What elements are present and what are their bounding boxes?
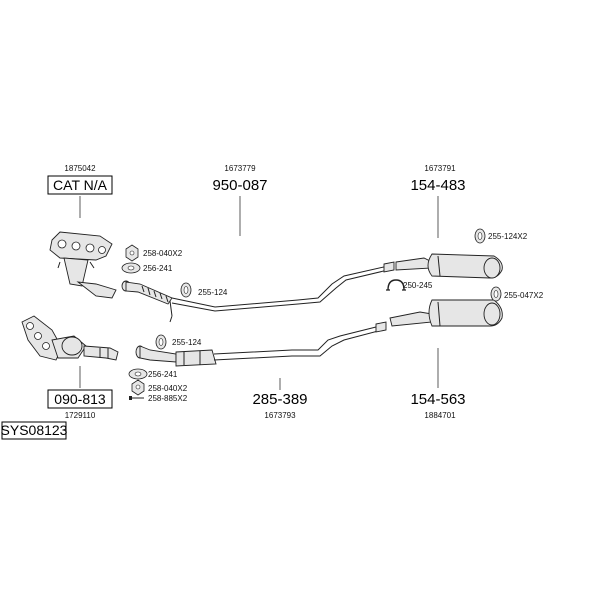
code-mid-bottom: 1673793: [264, 411, 296, 420]
code-rear-top: 1673791: [424, 164, 456, 173]
part-285-389: 285-389: [252, 391, 307, 408]
catalytic-manifold-drawing: [49, 231, 117, 299]
code-cat-top: 1875042: [64, 164, 96, 173]
part-090-813: 090-813: [54, 391, 106, 407]
part-label-256-241-upper: 256-241: [143, 264, 173, 273]
hex-nut-lower-icon: [131, 379, 145, 396]
clamp-ring-icon: [180, 282, 192, 298]
rear-muffler-upper: [395, 253, 503, 279]
exhaust-manifold-drawing: [21, 315, 119, 361]
code-mid-top: 1673779: [224, 164, 256, 173]
system-code-box: [1, 421, 67, 440]
rear-muffler-lower: [389, 299, 503, 327]
bolt-icon: [129, 396, 144, 400]
system-code: SYS08123: [1, 422, 68, 438]
part-label-250-245: 250-245: [403, 281, 433, 290]
clamp-icon: [386, 279, 406, 291]
hex-nut-icon: [125, 244, 139, 262]
rubber-hanger-icon: [474, 228, 486, 244]
code-rear-bottom: 1884701: [424, 411, 456, 420]
manifold-box: [47, 389, 113, 409]
part-label-256-241-lower: 256-241: [148, 370, 178, 379]
middle-pipe-upper: [171, 261, 395, 312]
front-pipe-upper: [121, 280, 173, 323]
part-950-087: 950-087: [212, 177, 267, 194]
middle-pipe-lower: [213, 321, 387, 361]
rubber-hanger-lower-icon: [490, 286, 502, 302]
part-label-258-040x2-upper: 258-040X2: [143, 249, 183, 258]
gasket-lower-icon: [128, 368, 148, 380]
front-pipe-lower: [135, 345, 217, 367]
part-label-258-040x2-lower: 258-040X2: [148, 384, 188, 393]
clamp-ring-lower-icon: [155, 334, 167, 350]
part-label-255-124-upper: 255-124: [198, 288, 228, 297]
part-label-255-124x2: 255-124X2: [488, 232, 528, 241]
part-154-563: 154-563: [410, 391, 465, 408]
part-label-258-885x2: 258-885X2: [148, 394, 188, 403]
gasket-icon: [121, 262, 141, 274]
part-154-483: 154-483: [410, 177, 465, 194]
part-label-255-047x2: 255-047X2: [504, 291, 544, 300]
code-manifold: 1729110: [65, 411, 96, 420]
part-label-255-124-lower: 255-124: [172, 338, 202, 347]
cat-na-label: CAT N/A: [53, 177, 108, 193]
cat-na-box: [47, 175, 113, 195]
